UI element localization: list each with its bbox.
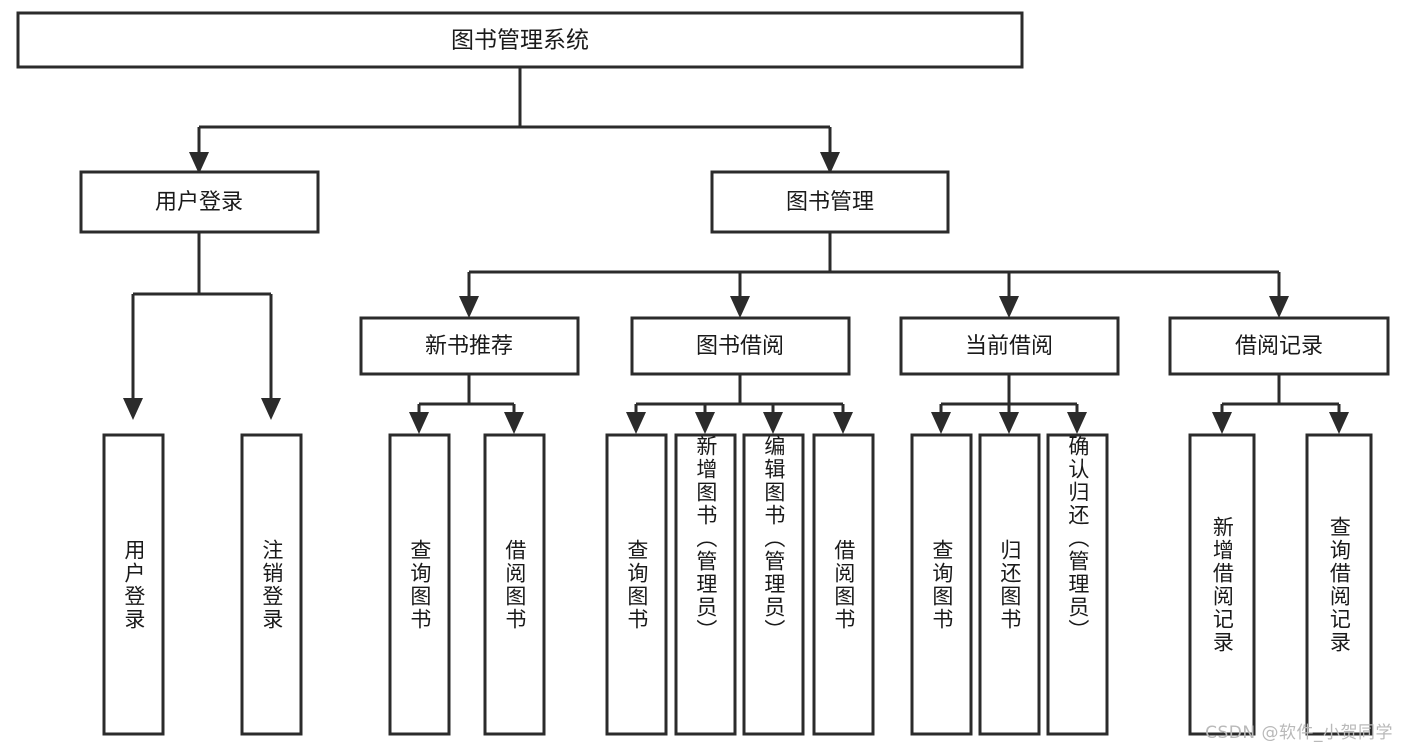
- leaf-box-new-book-1[interactable]: [388, 433, 451, 736]
- leaf-box-book-borrow-2[interactable]: [674, 433, 737, 736]
- node-root[interactable]: 图书管理系统: [16, 11, 1024, 69]
- csdn-watermark: CSDN @软件_小贺同学: [1205, 723, 1393, 743]
- leaf-box-book-borrow-4[interactable]: [812, 433, 875, 736]
- arrowhead-to-borrow-record: [1269, 296, 1289, 318]
- node-current-borrow-label: 当前借阅: [965, 334, 1053, 359]
- node-current-borrow[interactable]: 当前借阅: [899, 316, 1120, 376]
- node-new-book-recommend[interactable]: 新书推荐: [359, 316, 580, 376]
- arrowhead-borrow-record-leaf-1: [1212, 412, 1232, 434]
- connector-layer: [123, 67, 1349, 434]
- arrowhead-book-borrow-leaf-1: [626, 412, 646, 434]
- node-book-borrow[interactable]: 图书借阅: [630, 316, 851, 376]
- arrowhead-to-book-mgmt: [820, 152, 840, 174]
- arrowhead-to-current-borrow: [999, 296, 1019, 318]
- leaf-box-layer: [102, 433, 1373, 736]
- leaf-box-current-borrow-1[interactable]: [910, 433, 973, 736]
- leaf-box-book-borrow-3[interactable]: [742, 433, 805, 736]
- arrowhead-user-login-leaf-2: [261, 398, 281, 420]
- node-user-login-label: 用户登录: [155, 190, 243, 215]
- arrowhead-book-borrow-leaf-2: [695, 412, 715, 434]
- arrowhead-book-borrow-leaf-4: [833, 412, 853, 434]
- connector-book-borrow-bus: [634, 374, 845, 416]
- arrowhead-user-login-leaf-1: [123, 398, 143, 420]
- node-borrow-record-label: 借阅记录: [1235, 334, 1323, 359]
- arrowhead-to-user-login: [189, 152, 209, 174]
- node-new-book-recommend-label: 新书推荐: [425, 334, 513, 359]
- connector-root-bus: [197, 67, 832, 155]
- arrowhead-to-book-borrow: [730, 296, 750, 318]
- connector-user-login-bus: [131, 232, 273, 400]
- connector-book-mgmt-bus: [467, 232, 1281, 298]
- arrowhead-current-borrow-leaf-2: [999, 412, 1019, 434]
- leaf-box-current-borrow-2[interactable]: [978, 433, 1041, 736]
- node-book-borrow-label: 图书借阅: [696, 334, 784, 359]
- arrowhead-to-new-book: [459, 296, 479, 318]
- leaf-box-current-borrow-3[interactable]: [1046, 433, 1109, 736]
- node-book-management-label: 图书管理: [786, 190, 874, 215]
- leaf-box-user-login-1[interactable]: [102, 433, 165, 736]
- connector-current-borrow-bus: [939, 374, 1079, 416]
- arrowhead-borrow-record-leaf-2: [1329, 412, 1349, 434]
- node-borrow-record[interactable]: 借阅记录: [1168, 316, 1390, 376]
- arrowhead-current-borrow-leaf-3: [1067, 412, 1087, 434]
- arrowhead-book-borrow-leaf-3: [763, 412, 783, 434]
- leaf-box-borrow-record-2[interactable]: [1305, 433, 1373, 736]
- leaf-box-book-borrow-1[interactable]: [605, 433, 668, 736]
- leaf-box-new-book-2[interactable]: [483, 433, 546, 736]
- leaf-box-user-login-2[interactable]: [240, 433, 303, 736]
- connector-new-book-bus: [417, 374, 516, 416]
- node-user-login[interactable]: 用户登录: [79, 170, 320, 234]
- node-root-label: 图书管理系统: [451, 28, 589, 54]
- arrowhead-new-book-leaf-2: [504, 412, 524, 434]
- connector-borrow-record-bus: [1220, 374, 1341, 416]
- arrowhead-new-book-leaf-1: [409, 412, 429, 434]
- node-book-management[interactable]: 图书管理: [710, 170, 950, 234]
- arrowhead-current-borrow-leaf-1: [931, 412, 951, 434]
- leaf-box-borrow-record-1[interactable]: [1188, 433, 1256, 736]
